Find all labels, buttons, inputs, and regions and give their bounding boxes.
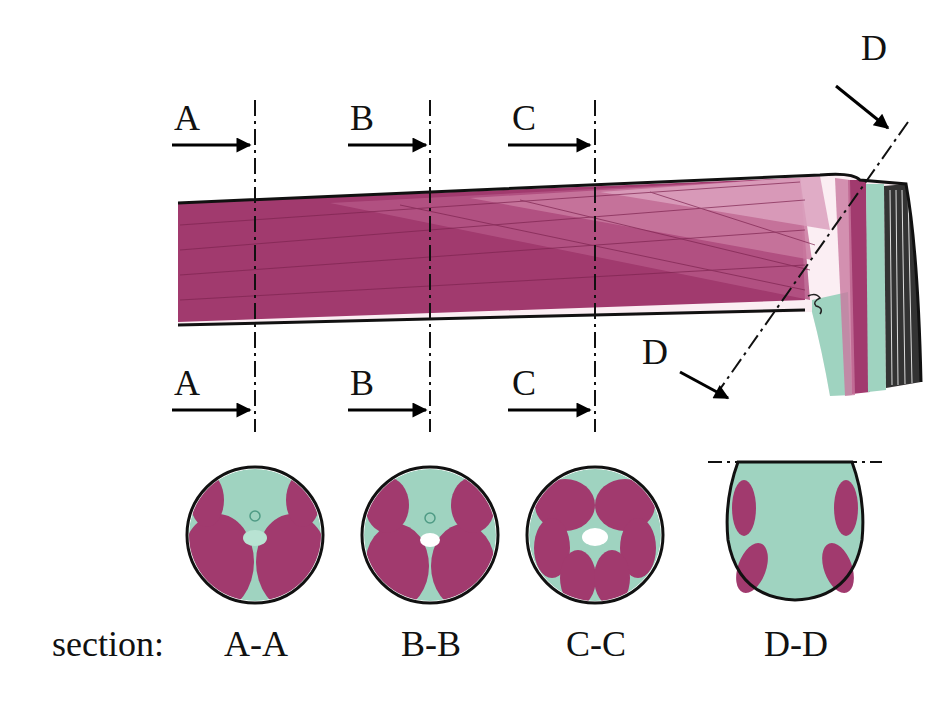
section-name: B-B (401, 626, 461, 662)
section-line (255, 100, 908, 432)
section-letter: D (642, 334, 668, 370)
section-letter: B (350, 365, 374, 401)
section-b (362, 467, 498, 608)
section-a (182, 467, 328, 610)
section-d (708, 462, 882, 600)
section-letter: A (174, 100, 200, 136)
section-letter: B (350, 100, 374, 136)
section-letter: C (512, 365, 536, 401)
section-letter: A (174, 365, 200, 401)
view-arrow (172, 86, 888, 410)
section-name: A-A (224, 626, 288, 662)
section-name: C-C (566, 626, 626, 662)
section-name: D-D (764, 626, 828, 662)
arm (178, 174, 921, 396)
section-letter: D (861, 30, 887, 66)
section-letter: C (512, 100, 536, 136)
section-caption: section: (52, 626, 164, 662)
section-c (527, 467, 663, 606)
